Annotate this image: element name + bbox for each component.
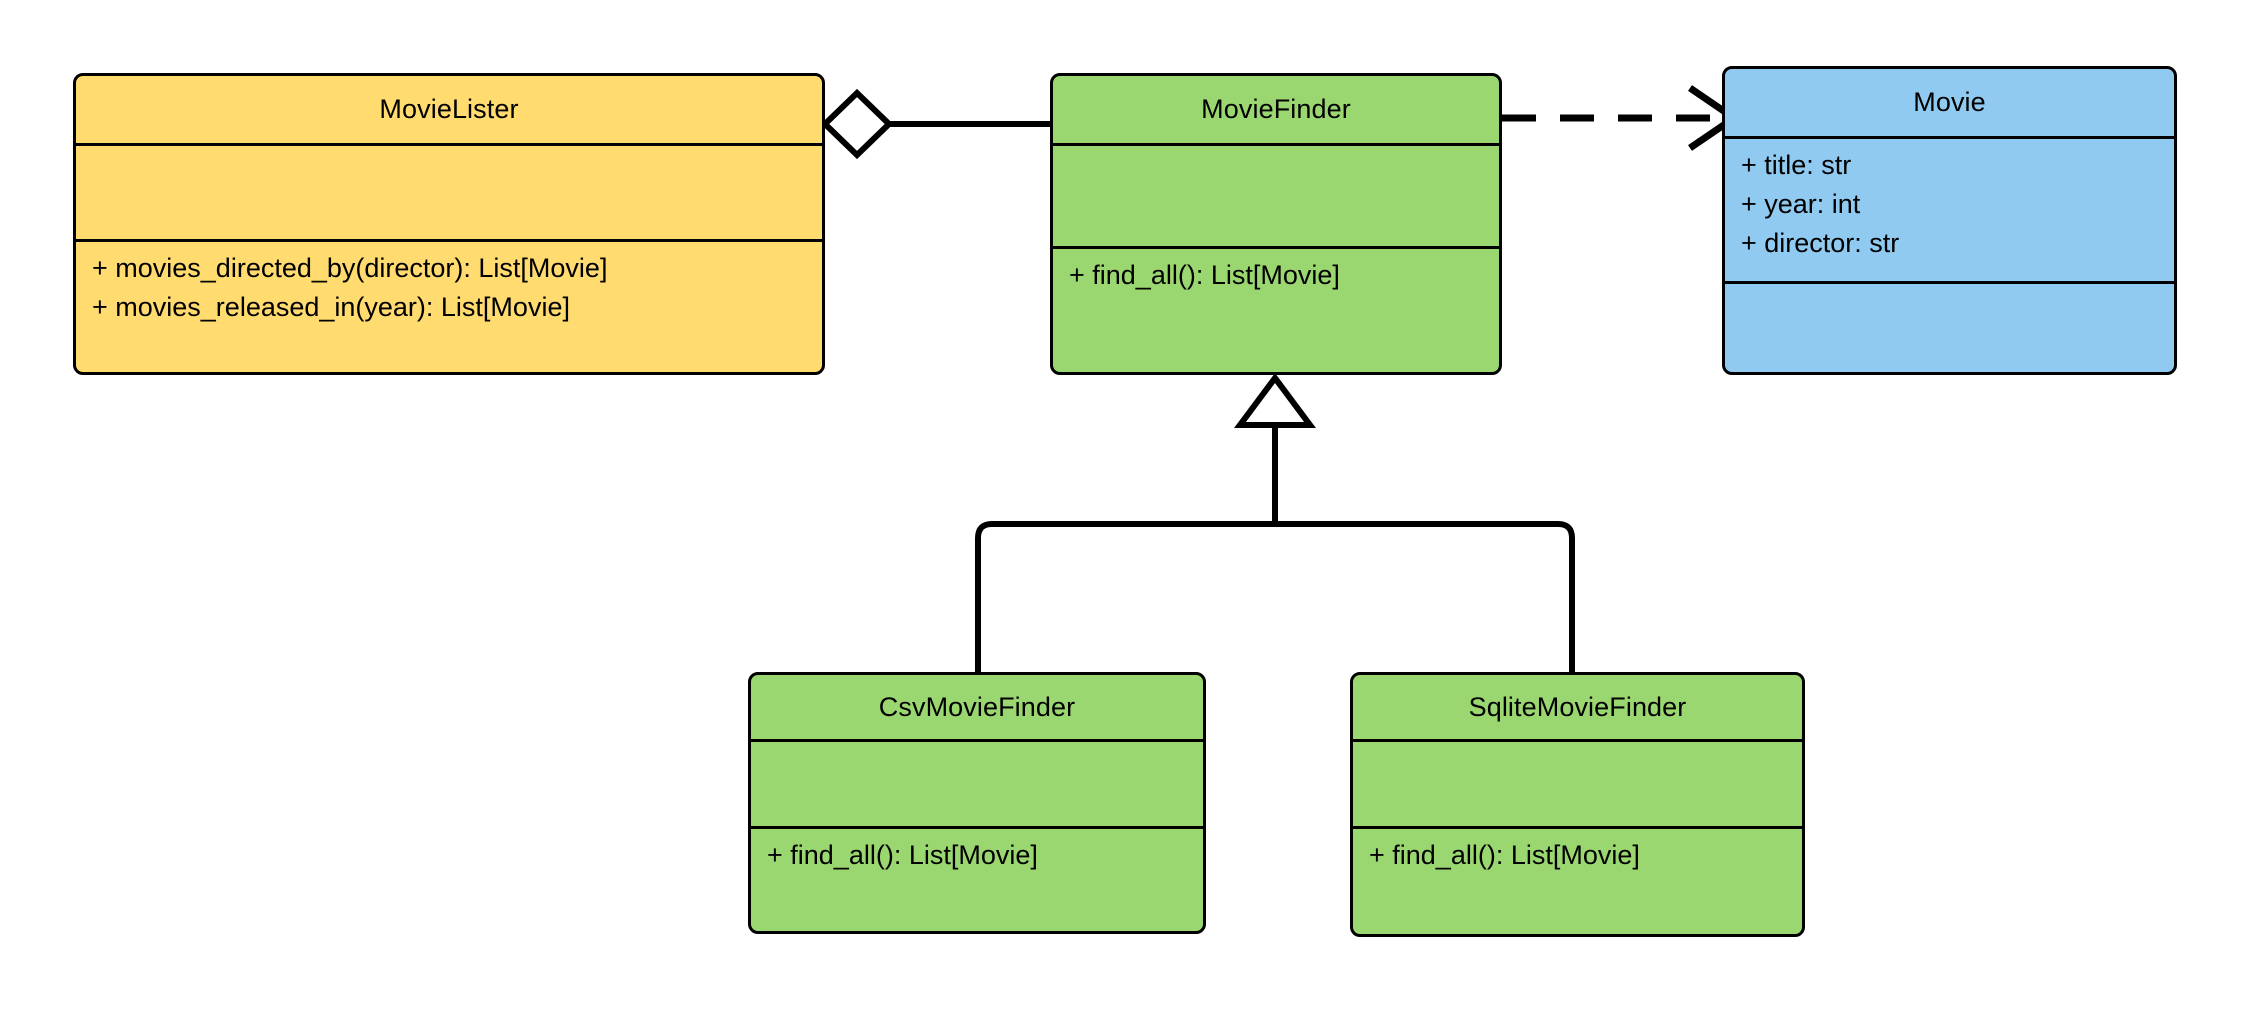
class-name-sqlite-movie-finder: SqliteMovieFinder <box>1468 691 1687 722</box>
class-name-movie: Movie <box>1913 87 1986 117</box>
class-attributes-csv-movie-finder <box>751 739 1203 826</box>
member-row: + find_all(): List[Movie] <box>1369 840 1640 870</box>
member-row: + find_all(): List[Movie] <box>1069 260 1340 290</box>
class-box-movie[interactable]: Movie + title: str + year: int + directo… <box>1722 66 2177 375</box>
member-row: + year: int <box>1741 189 1861 219</box>
class-box-csv-movie-finder[interactable]: CsvMovieFinder + find_all(): List[Movie] <box>748 672 1206 934</box>
member-row: + movies_directed_by(director): List[Mov… <box>92 253 608 283</box>
class-attributes-movie: + title: str + year: int + director: str <box>1725 136 2174 281</box>
member-row: + director: str <box>1741 228 1900 258</box>
class-name-movie-finder: MovieFinder <box>1201 94 1351 124</box>
hollow-diamond-icon <box>820 88 894 160</box>
generalization-bus <box>975 521 1575 672</box>
member-row: + find_all(): List[Movie] <box>767 840 1038 870</box>
relationship-generalization-tree <box>975 372 1575 672</box>
class-name-movie-lister: MovieLister <box>379 94 519 124</box>
class-methods-movie-lister: + movies_directed_by(director): List[Mov… <box>76 239 822 372</box>
member-row: + title: str <box>1741 150 1852 180</box>
class-attributes-movie-finder <box>1053 143 1499 246</box>
class-box-movie-finder[interactable]: MovieFinder + find_all(): List[Movie] <box>1050 73 1502 375</box>
class-methods-movie <box>1725 281 2174 372</box>
member-row: + movies_released_in(year): List[Movie] <box>92 292 570 322</box>
class-methods-movie-finder: + find_all(): List[Movie] <box>1053 246 1499 372</box>
class-attributes-movie-lister <box>76 143 822 239</box>
hollow-triangle-icon <box>1234 372 1316 428</box>
class-attributes-sqlite-movie-finder <box>1353 739 1802 826</box>
class-name-csv-movie-finder: CsvMovieFinder <box>878 691 1076 722</box>
relationship-dependency-finder-movie <box>1502 85 1741 151</box>
class-methods-csv-movie-finder: + find_all(): List[Movie] <box>751 826 1203 931</box>
relationship-aggregation-lister-finder <box>820 88 1050 160</box>
class-methods-sqlite-movie-finder: + find_all(): List[Movie] <box>1353 826 1802 934</box>
class-box-sqlite-movie-finder[interactable]: SqliteMovieFinder + find_all(): List[Mov… <box>1350 672 1805 937</box>
class-box-movie-lister[interactable]: MovieLister + movies_directed_by(directo… <box>73 73 825 375</box>
